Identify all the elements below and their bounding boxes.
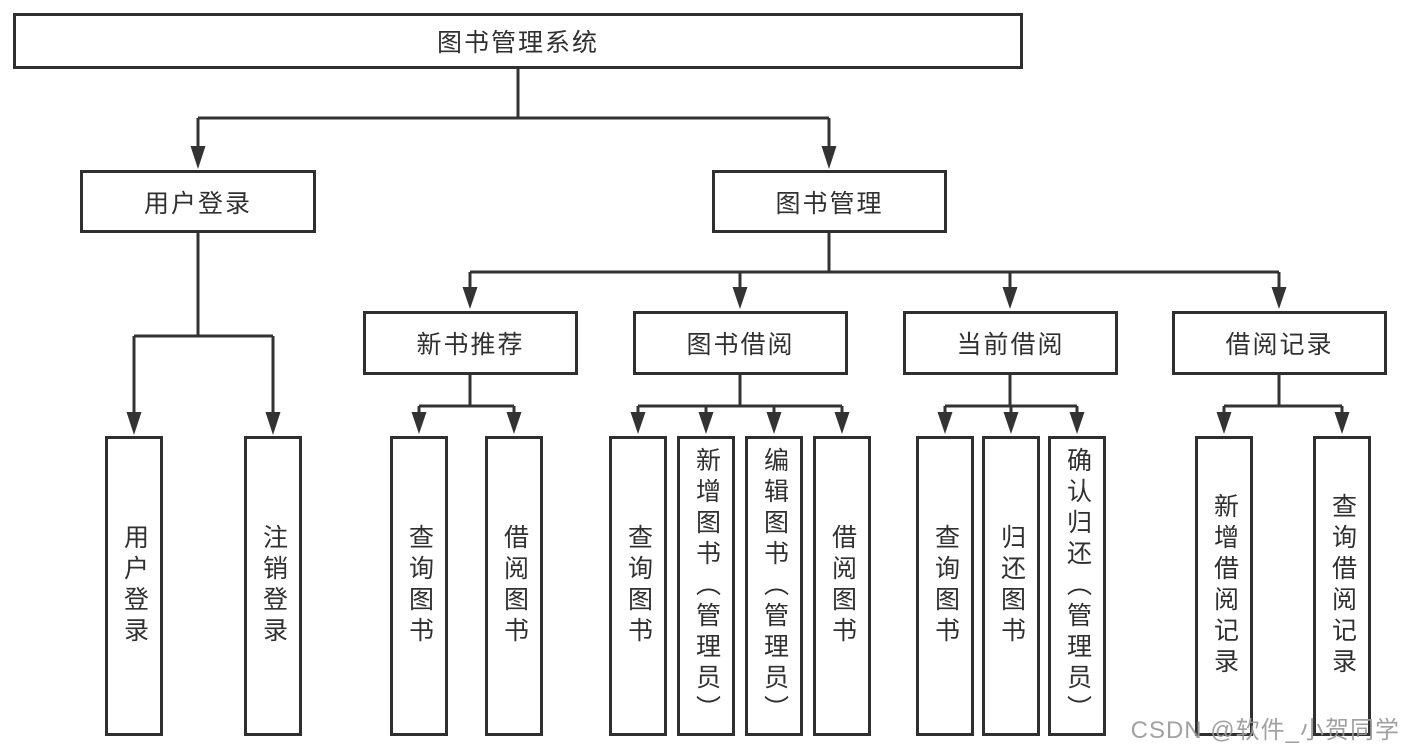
arrowhead: [126, 412, 142, 435]
leaf-borrow-books-recommend: 借阅图书: [485, 436, 543, 736]
node-book-management: 图书管理: [712, 170, 947, 233]
leaf-borrow-books-borrow: 借阅图书: [813, 436, 871, 736]
connector-root: [190, 69, 837, 169]
leaf-add-borrow-record: 新增借阅记录: [1195, 436, 1253, 736]
leaf-query-books-recommend: 查询图书: [390, 436, 448, 736]
node-library-management-system: 图书管理系统: [13, 13, 1023, 69]
node-new-book-recommend: 新书推荐: [363, 311, 578, 375]
arrowhead: [1216, 412, 1232, 434]
connector-book-borrow: [630, 375, 850, 434]
leaf-return-book: 归还图书: [982, 436, 1040, 736]
leaf-label: 归还图书: [997, 524, 1026, 648]
leaf-label: 用户登录: [120, 524, 149, 648]
node-user-login: 用户登录: [80, 170, 316, 233]
arrowhead: [766, 412, 782, 434]
arrowhead: [190, 146, 206, 169]
leaf-user-login: 用户登录: [105, 436, 163, 736]
leaf-add-book-admin: 新增图书（管理员）: [677, 436, 735, 736]
arrowhead: [732, 287, 748, 309]
arrowhead: [1003, 412, 1019, 434]
node-borrow-records: 借阅记录: [1172, 311, 1387, 375]
arrowhead: [834, 412, 850, 434]
csdn-watermark: CSDN @软件_小贺同学: [1130, 717, 1400, 744]
leaf-label: 查询借阅记录: [1328, 493, 1357, 679]
leaf-label: 注销登录: [259, 524, 288, 648]
arrowhead: [506, 412, 522, 434]
arrowhead: [462, 287, 478, 309]
leaf-label: 查询图书: [405, 524, 434, 648]
leaf-label: 借阅图书: [500, 524, 529, 648]
arrowhead: [1334, 412, 1350, 434]
arrowhead: [1002, 287, 1018, 309]
arrowhead: [937, 412, 953, 434]
node-current-borrow: 当前借阅: [903, 311, 1118, 375]
leaf-logout: 注销登录: [244, 436, 302, 736]
arrowhead: [630, 412, 646, 434]
node-book-borrow: 图书借阅: [633, 311, 848, 375]
arrowhead: [411, 412, 427, 434]
arrowhead: [1069, 412, 1085, 434]
leaf-edit-book-admin: 编辑图书（管理员）: [745, 436, 803, 736]
leaf-label: 查询图书: [931, 524, 960, 648]
connector-borrow-records: [1216, 375, 1350, 434]
leaf-label: 查询图书: [624, 524, 653, 648]
leaf-label: 新增借阅记录: [1210, 493, 1239, 679]
leaf-label: 借阅图书: [828, 524, 857, 648]
connector-new-book: [411, 375, 522, 434]
leaf-confirm-return-admin: 确认归还（管理员）: [1048, 436, 1106, 736]
arrowhead: [698, 412, 714, 434]
leaf-label: 新增图书（管理员）: [692, 446, 721, 726]
connector-user-login: [126, 233, 281, 435]
leaf-label: 确认归还（管理员）: [1063, 446, 1092, 726]
leaf-query-borrow-record: 查询借阅记录: [1313, 436, 1371, 736]
leaf-label: 编辑图书（管理员）: [760, 446, 789, 726]
connector-book-management: [462, 233, 1287, 309]
arrowhead: [1271, 287, 1287, 309]
arrowhead: [821, 146, 837, 169]
leaf-query-books-borrow: 查询图书: [609, 436, 667, 736]
leaf-query-books-current: 查询图书: [916, 436, 974, 736]
connector-current-borrow: [937, 375, 1085, 434]
arrowhead: [265, 412, 281, 435]
